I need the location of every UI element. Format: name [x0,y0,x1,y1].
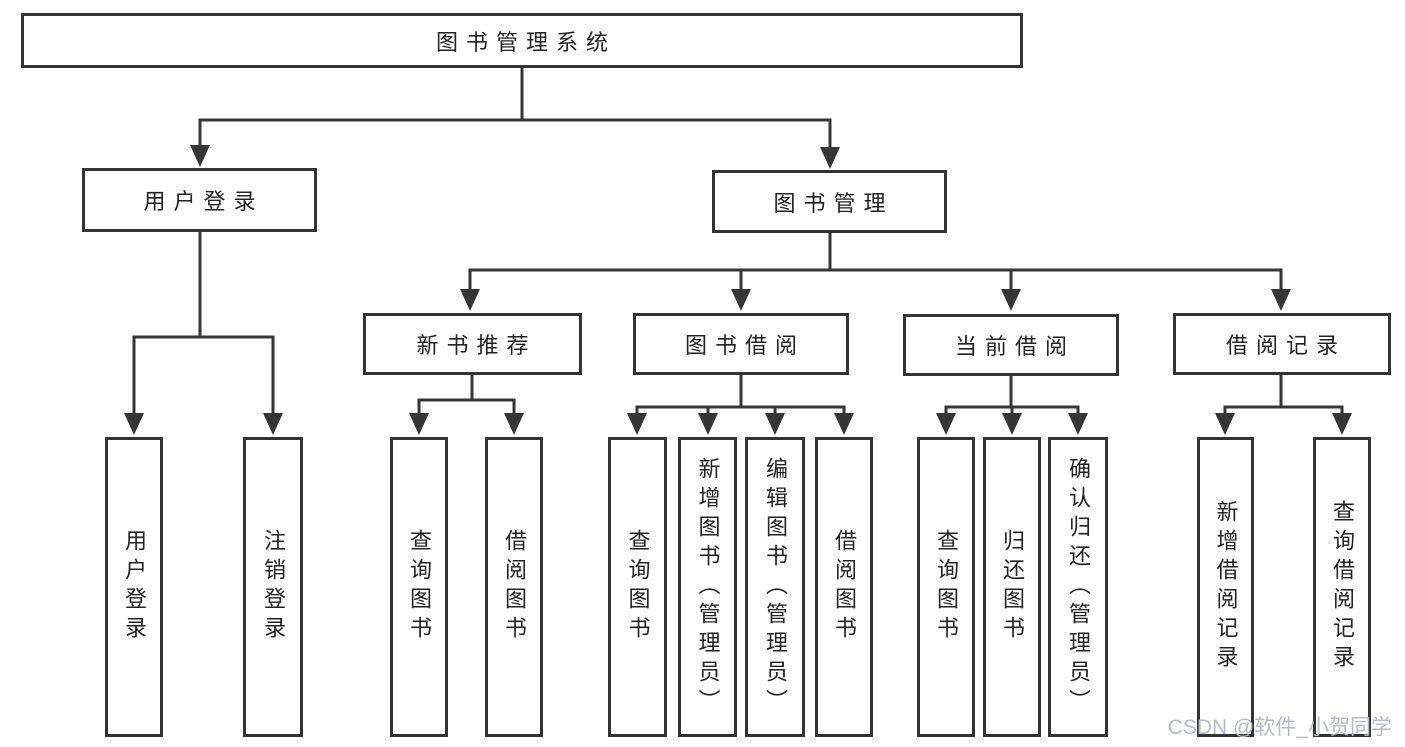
connector-book-borrow-children [635,375,846,420]
leaf-return-books: 归还图书 [983,437,1041,737]
leaf-confirm-return-admin: 确认归还（管理员） [1048,437,1108,737]
leaf-user-login: 用户登录 [105,437,163,737]
arrow-icon [504,413,524,435]
arrow-icon [1271,289,1291,311]
node-root-system: 图书管理系统 [21,13,1023,68]
connector-new-book-children [417,375,516,420]
arrow-icon [834,413,854,435]
leaf-logout: 注销登录 [243,437,303,737]
arrow-icon [124,413,144,435]
arrow-icon [190,145,210,167]
leaf-query-books-recommend: 查询图书 [390,437,448,737]
leaf-query-books-current: 查询图书 [917,437,975,737]
arrow-icon [936,413,956,435]
leaf-borrow-books-recommend: 借阅图书 [485,437,543,737]
node-label: 图书借阅 [684,333,805,358]
arrow-icon [765,413,785,435]
leaf-query-borrow-record: 查询借阅记录 [1313,437,1371,737]
arrow-icon [460,289,480,311]
leaf-query-books-borrow: 查询图书 [608,437,667,737]
leaf-add-borrow-record: 新增借阅记录 [1197,437,1254,737]
leaf-add-books-admin: 新增图书（管理员） [678,437,737,737]
node-new-book-recommend: 新书推荐 [363,313,582,375]
csdn-watermark: CSDN @软件_小贺同学 [1167,716,1392,739]
node-book-management: 图书管理 [712,170,947,233]
arrow-icon [1002,413,1022,435]
node-current-borrow: 当前借阅 [903,314,1119,376]
arrow-icon [263,413,283,435]
connector-book-mgmt-children [468,233,1283,296]
node-user-login: 用户登录 [82,168,317,232]
arrow-icon [1068,413,1088,435]
node-label: 借阅记录 [1225,333,1346,358]
arrow-icon [627,413,647,435]
connector-borrow-records-children [1223,375,1344,420]
leaf-borrow-books: 借阅图书 [815,437,873,737]
arrow-icon [1332,413,1352,435]
node-label: 新书推荐 [416,333,537,358]
arrow-icon [698,413,718,435]
connector-user-login-children [132,232,275,420]
arrow-icon [1001,289,1021,311]
arrow-icon [409,413,429,435]
node-label: 当前借阅 [954,334,1075,359]
arrow-icon [1215,413,1235,435]
arrow-icon [820,147,840,169]
connector-level2 [198,118,832,152]
node-book-borrow: 图书借阅 [633,313,849,375]
arrowheads [124,145,1352,435]
node-label: 图书管理系统 [435,29,616,55]
node-borrow-records: 借阅记录 [1173,313,1391,375]
node-label: 图书管理 [773,190,894,216]
node-label: 用户登录 [143,189,264,214]
leaf-edit-books-admin: 编辑图书（管理员） [745,437,805,737]
arrow-icon [731,289,751,311]
